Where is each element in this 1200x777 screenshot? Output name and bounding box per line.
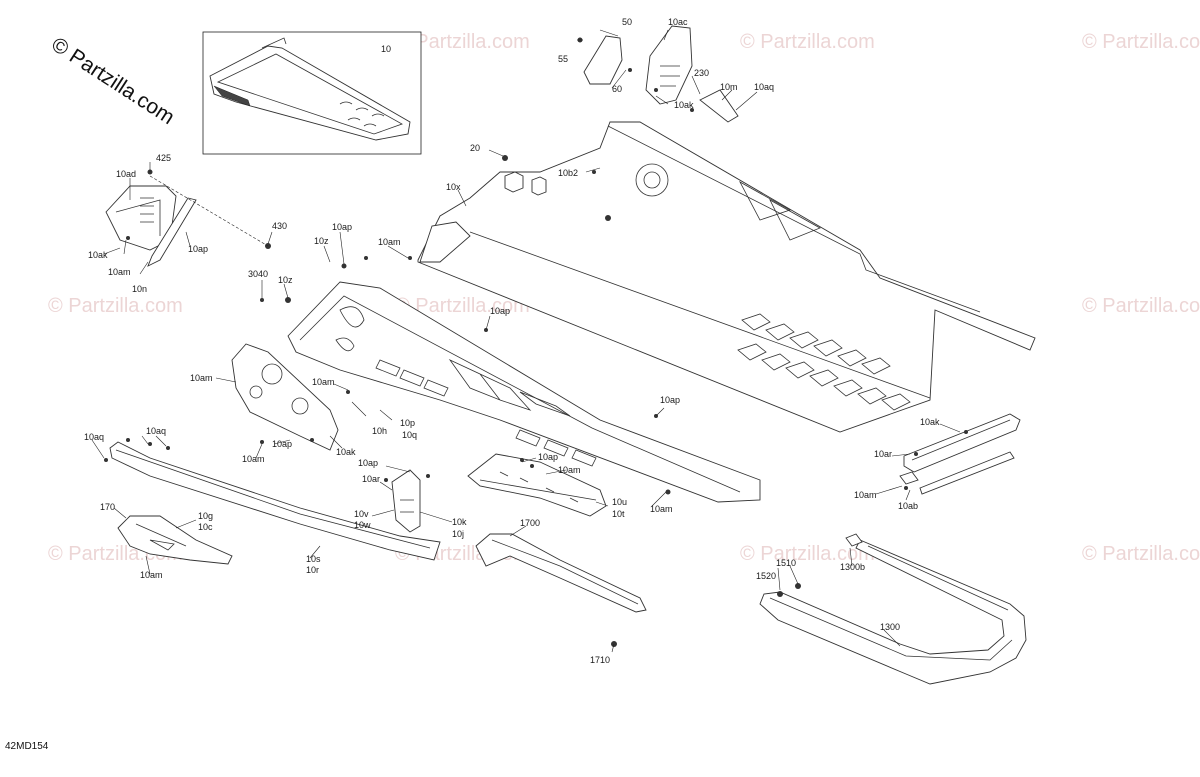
label-10aq-l2: 10aq xyxy=(146,426,166,436)
watermark-tile: © Partzilla.com xyxy=(1082,31,1200,53)
label-1520: 1520 xyxy=(756,571,776,581)
label-10w: 10w xyxy=(354,520,371,530)
label-10ak: 10ak xyxy=(674,100,694,110)
label-10ap-r: 10ap xyxy=(660,395,680,405)
watermark-tile: © Partzilla.com xyxy=(740,31,875,53)
label-10ap-left: 10ap xyxy=(188,244,208,254)
lower-left-bracket xyxy=(117,515,233,565)
upper-right-bracket xyxy=(583,25,739,123)
label-10ac: 10ac xyxy=(668,17,688,27)
label-10v: 10v xyxy=(354,509,369,519)
label-10am-left: 10am xyxy=(108,267,131,277)
watermark-tile: © Partzilla.com xyxy=(1082,543,1200,565)
small-bracket xyxy=(391,469,421,533)
lower-mid-bracket xyxy=(467,453,607,517)
tunnel-upper-plate xyxy=(417,121,1036,433)
label-10am-c: 10am xyxy=(312,377,335,387)
center-frame xyxy=(287,281,761,503)
label-10aq: 10aq xyxy=(754,82,774,92)
label-10x: 10x xyxy=(446,182,461,192)
label-20: 20 xyxy=(470,143,480,153)
label-1710: 1710 xyxy=(590,655,610,665)
label-10n: 10n xyxy=(132,284,147,294)
track-loop xyxy=(759,533,1027,685)
watermark-tile: © Partzilla.com xyxy=(1082,295,1200,317)
label-425: 425 xyxy=(156,153,171,163)
label-10b2: 10b2 xyxy=(558,168,578,178)
label-3040: 3040 xyxy=(248,269,268,279)
diagram-id: 42MD154 xyxy=(5,741,49,752)
watermark-tile: © Partzilla.com xyxy=(740,543,875,565)
label-10ak-plate: 10ak xyxy=(336,447,356,457)
label-10ad: 10ad xyxy=(116,169,136,179)
label-10h: 10h xyxy=(372,426,387,436)
watermark-tile: © Partzilla.com xyxy=(48,295,183,317)
inset-assembly-10 xyxy=(202,31,422,155)
label-10r: 10r xyxy=(306,565,319,575)
partzilla-logo: © Partzilla.com xyxy=(47,33,178,129)
label-10z: 10z xyxy=(314,236,329,246)
label-230: 230 xyxy=(694,68,709,78)
label-10am-r: 10am xyxy=(854,490,877,500)
label-10ar-r: 10ar xyxy=(874,449,892,459)
label-10ap-br: 10ap xyxy=(538,452,558,462)
label-10q: 10q xyxy=(402,430,417,440)
label-10p: 10p xyxy=(400,418,415,428)
left-rail xyxy=(109,441,441,561)
label-10ap-plate: 10ap xyxy=(272,439,292,449)
label-10k: 10k xyxy=(452,517,467,527)
hardware-fasteners xyxy=(104,37,968,647)
label-50: 50 xyxy=(622,17,632,27)
label-10ap-mid: 10ap xyxy=(332,222,352,232)
watermark-tile: © Partzilla.com xyxy=(395,31,530,53)
label-10ak-left: 10ak xyxy=(88,250,108,260)
right-bracket xyxy=(899,413,1021,495)
label-10z-b: 10z xyxy=(278,275,293,285)
label-10am-plate: 10am xyxy=(190,373,213,383)
label-10ar-b: 10ar xyxy=(362,474,380,484)
label-1510: 1510 xyxy=(776,558,796,568)
label-10u: 10u xyxy=(612,497,627,507)
label-10am-br: 10am xyxy=(558,465,581,475)
label-10ap-c: 10ap xyxy=(490,306,510,316)
part-labels: 10 50 55 60 10ac 230 10m 10aq 10ak 20 10… xyxy=(84,17,940,665)
watermark-tile: © Partzilla.com xyxy=(395,295,530,317)
label-10t: 10t xyxy=(612,509,625,519)
label-10aq-l: 10aq xyxy=(84,432,104,442)
label-10g: 10g xyxy=(198,511,213,521)
label-430: 430 xyxy=(272,221,287,231)
label-170: 170 xyxy=(100,502,115,512)
label-10ap-b: 10ap xyxy=(358,458,378,468)
label-10j: 10j xyxy=(452,529,464,539)
left-bracket xyxy=(105,185,197,267)
label-10am-bl: 10am xyxy=(140,570,163,580)
label-10m: 10m xyxy=(720,82,738,92)
leader-lines xyxy=(91,29,961,653)
label-10am-mid: 10am xyxy=(378,237,401,247)
label-60: 60 xyxy=(612,84,622,94)
label-10ak-r: 10ak xyxy=(920,417,940,427)
label-10c: 10c xyxy=(198,522,213,532)
label-1300: 1300 xyxy=(880,622,900,632)
label-10ab: 10ab xyxy=(898,501,918,511)
label-10am-plate2: 10am xyxy=(242,454,265,464)
label-1700: 1700 xyxy=(520,518,540,528)
label-1300b: 1300b xyxy=(840,562,865,572)
label-10s: 10s xyxy=(306,554,321,564)
label-10am-br2: 10am xyxy=(650,504,673,514)
slide-rail-1700 xyxy=(475,533,647,613)
label-10: 10 xyxy=(381,44,391,54)
label-55: 55 xyxy=(558,54,568,64)
